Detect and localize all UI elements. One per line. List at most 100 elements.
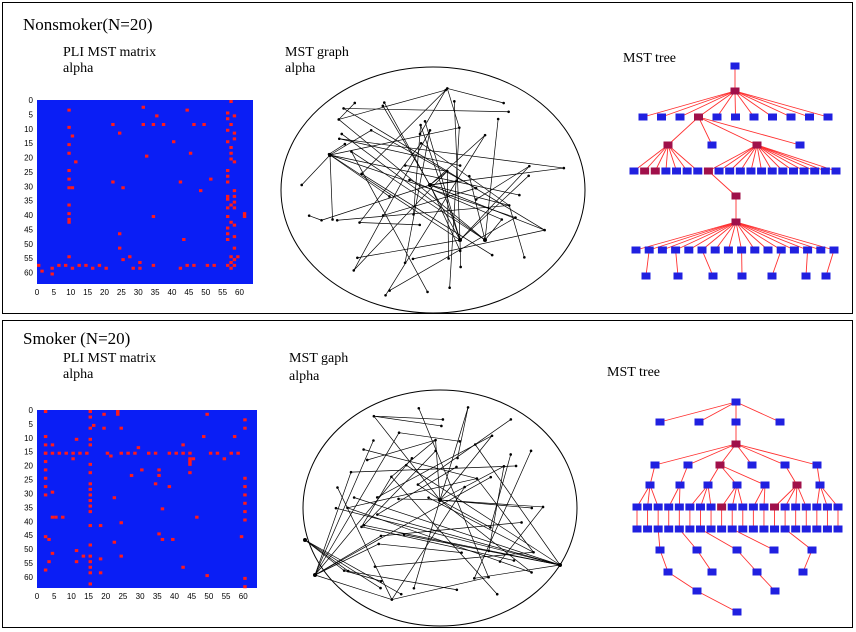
matrix-cell [43,535,48,539]
tree-edge [756,144,763,172]
matrix-cell [67,203,71,207]
matrix-cell [232,435,237,439]
tree-node [644,246,654,254]
tree-node [717,503,727,511]
graph-node [458,164,462,167]
graph-node [320,218,323,222]
graph-edge [377,466,457,515]
graph-node [474,198,478,201]
tree-edge [734,90,755,118]
graph-node [373,565,377,568]
matrix-cell [161,123,166,126]
tree-node [746,167,756,175]
tree-node [727,525,737,533]
tree-node [673,272,683,280]
tree-edge [771,249,782,277]
tree-edge [667,144,677,172]
graph-edge [304,539,381,589]
matrix-cell [88,426,92,430]
tree-node [748,525,758,533]
tree-edge [796,484,807,508]
tree-node [801,503,811,511]
graph-edge [344,570,457,591]
graph-node [372,414,376,418]
graph-edge [314,432,400,576]
matrix-cell [47,537,51,541]
matrix-cell [205,574,209,578]
tree-node [768,113,777,121]
graph-edge [377,514,561,566]
tree-node [683,461,693,469]
tree-node [653,525,663,533]
graph-title: MST gaph [289,351,349,366]
graph-node [335,218,339,222]
graph-node [483,133,487,137]
graph-node [495,592,499,596]
tree-node [812,461,822,469]
matrix-cell [160,537,165,541]
tree-edge [763,484,766,508]
tree-edge [795,484,798,508]
matrix-cell [88,443,92,447]
graph-edge [439,499,532,509]
graph-edge [420,142,510,206]
matrix-cell [102,412,106,416]
tree-node [664,503,674,511]
tree-edge [719,464,766,486]
matrix-cell [67,125,71,129]
y-tick-label: 45 [24,531,33,540]
x-tick-label: 25 [117,288,126,297]
graph-edge [341,133,486,241]
tree-node [776,246,786,254]
graph-node [523,256,526,259]
tree-edge [750,144,758,172]
tree-title: MST tree [623,51,677,66]
x-tick-label: 40 [170,592,179,601]
matrix-cell [181,451,185,455]
graph-edge [314,476,491,576]
tree-edge [678,484,681,508]
graph-node [307,214,311,217]
tree-node [632,525,642,533]
matrix-cell [232,160,237,164]
graph-node [402,533,406,537]
graph-node [487,549,491,553]
matrix-cell [232,131,237,135]
matrix-cell [232,137,237,141]
tree-edge [707,484,712,508]
graph-edge [484,219,503,241]
y-tick-label: 25 [24,168,33,177]
matrix-cell [188,151,193,155]
tree-edge [735,221,835,251]
tree-node [640,167,650,175]
graph-node [352,496,356,499]
graph-node [379,586,382,590]
tree-node [661,167,671,175]
graph-edge [417,484,441,501]
x-tick-label: 20 [100,288,109,297]
matrix-cell [232,258,237,262]
graph-node [379,534,383,538]
graph-node [527,174,530,178]
tree-node [674,503,684,511]
y-tick-label: 60 [24,573,33,582]
matrix-cell [112,540,117,544]
tree-edge [642,90,736,118]
matrix-band: alpha [63,61,94,76]
graph-node [399,592,403,596]
tree-edge [698,116,801,146]
matrix-cell [88,499,92,502]
tree-node [695,503,705,511]
tree-edge [774,484,798,508]
x-tick-label: 30 [136,592,145,601]
matrix-cell [50,443,55,447]
x-tick-label: 5 [52,288,57,297]
matrix-cell [37,263,41,267]
tree-node [692,546,702,554]
tree-edge [756,144,815,172]
tree-node [833,503,843,511]
matrix-cell [226,128,230,132]
tree-node [643,525,653,533]
tree-node [748,503,758,511]
